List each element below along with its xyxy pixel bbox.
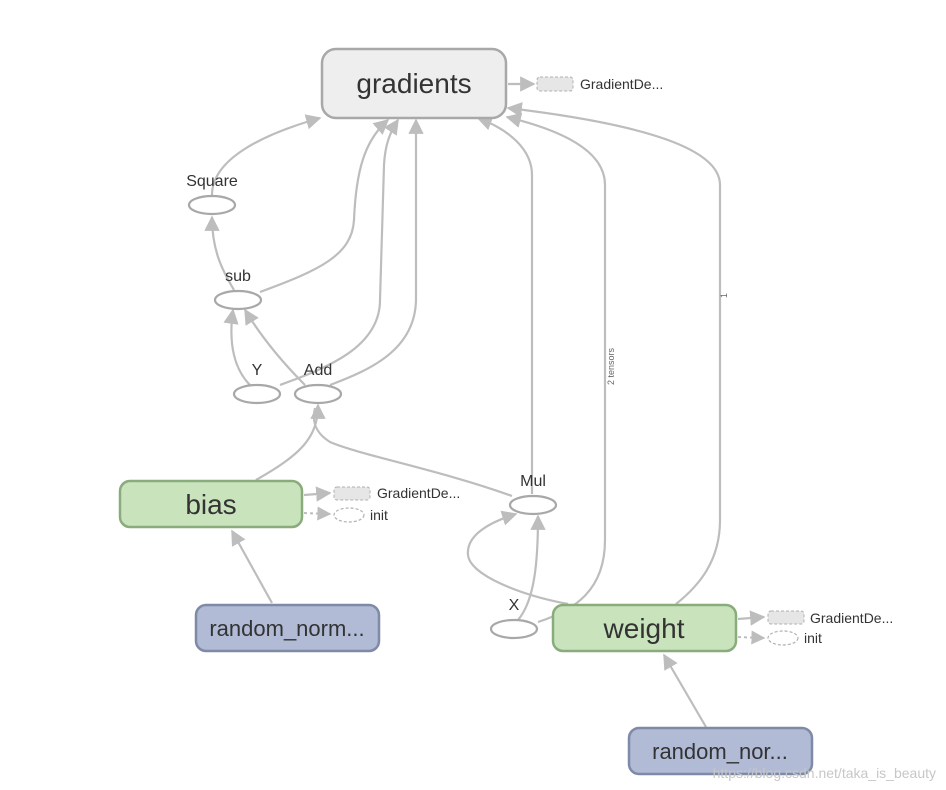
weight-init-ellipse — [767, 630, 799, 646]
gradients-gd-label: GradientDe... — [580, 76, 663, 92]
weight-gd-box — [767, 610, 805, 625]
random-norm-bias-box — [194, 603, 381, 653]
mul-node[interactable]: Mul — [508, 473, 558, 516]
weight-label: weight — [603, 613, 685, 644]
random-norm-weight-node[interactable]: random_nor... — [627, 726, 814, 776]
edge-bias-gd — [303, 486, 332, 502]
sub-ellipse — [213, 289, 263, 311]
y-ellipse — [232, 383, 282, 405]
edge-weight-mul — [466, 510, 569, 606]
edge-mul-gradients — [476, 115, 534, 494]
weight-gd-label: GradientDe... — [810, 610, 893, 626]
random-norm-bias-label: random_norm... — [209, 616, 364, 641]
edge-randomweight-weight — [663, 653, 707, 728]
sub-node[interactable]: sub — [213, 268, 263, 311]
weight-node[interactable]: weight — [551, 603, 738, 653]
bias-gd-box — [333, 486, 371, 501]
x-ellipse — [489, 618, 539, 640]
bias-init-node[interactable]: init — [333, 507, 388, 523]
edge-label-1: 1 — [719, 293, 729, 298]
edge-square-gradients — [210, 114, 322, 196]
gradients-node[interactable]: gradients — [320, 47, 508, 120]
weight-init-label: init — [804, 630, 822, 646]
edge-x-mul — [517, 514, 546, 621]
bias-init-ellipse — [333, 507, 365, 523]
random-norm-weight-box — [627, 726, 814, 776]
watermark: https://blog.csdn.net/taka_is_beauty — [713, 765, 936, 781]
square-label: Square — [186, 173, 238, 190]
edge-weight-gradients — [506, 102, 722, 605]
x-label: X — [509, 597, 520, 614]
gradients-gd-box — [536, 76, 574, 92]
mul-label: Mul — [520, 473, 546, 490]
edge-x-gradients — [505, 112, 607, 624]
edge-bias-add — [255, 403, 326, 481]
bias-gd-node[interactable]: GradientDe... — [333, 485, 460, 501]
weight-gd-node[interactable]: GradientDe... — [767, 610, 893, 626]
random-norm-bias-node[interactable]: random_norm... — [194, 603, 381, 653]
square-node[interactable]: Square — [186, 173, 238, 216]
add-label: Add — [304, 362, 332, 379]
bias-gd-label: GradientDe... — [377, 485, 460, 501]
sub-label: sub — [225, 268, 251, 285]
y-label: Y — [252, 362, 263, 379]
bias-node[interactable]: bias — [118, 479, 304, 529]
weight-box — [551, 603, 738, 653]
gradients-gd-node[interactable]: GradientDe... — [536, 76, 663, 92]
add-node[interactable]: Add — [293, 362, 343, 405]
weight-init-node[interactable]: init — [767, 630, 822, 646]
edge-mul-add — [312, 407, 513, 498]
edge-randombias-bias — [231, 529, 273, 604]
random-norm-weight-label: random_nor... — [652, 739, 788, 764]
edge-add-gradients-2 — [329, 118, 424, 387]
bias-init-label: init — [370, 507, 388, 523]
y-node[interactable]: Y — [232, 362, 282, 405]
bias-box — [118, 479, 304, 529]
edge-weight-init — [737, 630, 766, 645]
edge-sub-gradients — [259, 118, 390, 294]
square-ellipse — [187, 194, 237, 216]
x-node[interactable]: X — [489, 597, 539, 640]
edge-label-2-tensors: 2 tensors — [606, 347, 616, 385]
edge-add-gradients-1 — [279, 118, 399, 387]
mul-ellipse — [508, 494, 558, 516]
gradients-label: gradients — [356, 68, 471, 99]
add-ellipse — [293, 383, 343, 405]
gradients-box — [320, 47, 508, 120]
bias-label: bias — [185, 489, 236, 520]
edge-y-sub — [223, 308, 251, 386]
edge-sub-square — [204, 215, 235, 291]
edge-bias-init — [303, 506, 332, 521]
edge-weight-gd — [737, 610, 766, 626]
